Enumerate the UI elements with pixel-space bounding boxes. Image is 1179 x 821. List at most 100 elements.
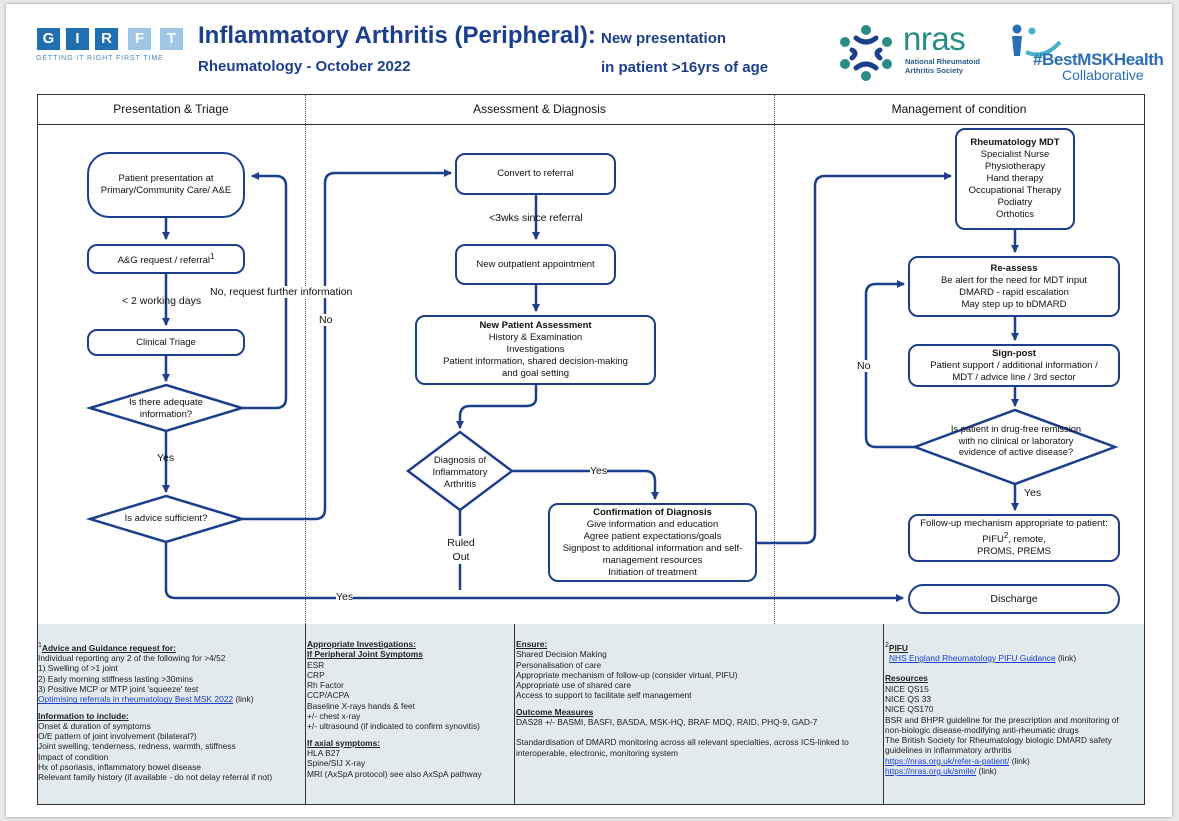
confirm-line2: Agree patient expectations/goals xyxy=(583,530,722,542)
resource-line: guidelines in inflammatory arthritis xyxy=(885,745,1012,756)
investigation-line: CRP xyxy=(307,669,325,680)
mdt-item: Physiotherapy xyxy=(984,161,1046,172)
spacer xyxy=(885,663,1143,673)
footer-divider-1 xyxy=(305,624,306,804)
mdt-item: Occupational Therapy xyxy=(968,185,1062,196)
advice-sufficient-question: Is advice sufficient? xyxy=(124,513,208,524)
no-request-info-label: No, request further information xyxy=(210,286,353,298)
footer-divider-2 xyxy=(514,624,515,804)
signpost-line2: MDT / advice line / 3rd sector xyxy=(952,371,1076,383)
convert-referral-text: Convert to referral xyxy=(497,168,574,179)
pifu-guidance-row: NHS England Rheumatology PIFU Guidance (… xyxy=(885,653,1143,663)
pifu-heading: PIFU xyxy=(888,642,908,653)
subtitle-age: in patient >16yrs of age xyxy=(601,59,769,76)
diagnosis-question: Diagnosis of Inflammatory Arthritis xyxy=(432,455,488,490)
advice-heading-row: 1Advice and Guidance request for: xyxy=(38,641,303,653)
info-line: Joint swelling, tenderness, redness, war… xyxy=(38,741,236,752)
advice-footnote-mark: 1 xyxy=(38,642,42,649)
girft-tagline: GETTING IT RIGHT FIRST TIME xyxy=(36,55,164,62)
ensure-heading: Ensure: xyxy=(516,639,548,649)
peripheral-subheading: If Peripheral Joint Symptoms xyxy=(307,649,423,660)
info-line: Impact of condition xyxy=(38,751,109,762)
resource-line: NICE QS 33 xyxy=(885,693,932,704)
clinical-triage-text: Clinical Triage xyxy=(136,336,196,348)
nras-name-line2: Arthritis Society xyxy=(905,66,963,75)
best-msk-logo-text: #BestMSKHealth xyxy=(1033,50,1164,69)
advice-line: Individual reporting any 2 of the follow… xyxy=(38,653,226,664)
npa-title: New Patient Assessment xyxy=(479,320,592,331)
column-header-presentation: Presentation & Triage xyxy=(113,102,229,116)
best-msk-collaborative: Collaborative xyxy=(1062,67,1144,83)
refer-patient-row: https://nras.org.uk/refer-a-patient/ (li… xyxy=(885,756,1143,766)
link-suffix: (link) xyxy=(976,766,997,777)
investigation-line: ESR xyxy=(307,659,325,670)
signpost-title: Sign-post xyxy=(992,347,1036,359)
ensure-line: Access to support to facilitate self man… xyxy=(516,690,692,701)
advice-line: 1) Swelling of >1 joint xyxy=(38,663,118,674)
investigation-line: Rh Factor xyxy=(307,680,344,691)
followup-box: Follow-up mechanism appropriate to patie… xyxy=(908,514,1120,562)
rheumatology-mdt-box: Rheumatology MDT Specialist Nurse Physio… xyxy=(955,128,1075,230)
signpost-box: Sign-post Patient support / additional i… xyxy=(908,344,1120,387)
ag-request-label: A&G request / referral xyxy=(117,255,210,267)
mdt-item: Specialist Nurse xyxy=(980,149,1050,160)
three-weeks-label: <3wks since referral xyxy=(489,212,583,224)
info-line: Onset & duration of symptoms xyxy=(38,720,151,731)
reassess-line2: DMARD - rapid escalation xyxy=(959,286,1069,298)
advice-heading: Advice and Guidance request for: xyxy=(41,642,176,653)
information-heading: Information to include: xyxy=(38,710,129,721)
reassess-line3: May step up to bDMARD xyxy=(961,298,1067,310)
new-outpatient-box: New outpatient appointment xyxy=(455,244,616,285)
link-suffix: (link) xyxy=(233,694,254,705)
axial-line: Spine/SIJ X-ray xyxy=(307,758,366,769)
followup-line2: PIFU2, remote, xyxy=(982,530,1046,546)
axial-line: MRI (AxSpA protocol) see also AxSpA path… xyxy=(307,768,482,779)
link-suffix: (link) xyxy=(1055,653,1077,664)
footer-pifu-resources: 2PIFU NHS England Rheumatology PIFU Guid… xyxy=(885,641,1143,776)
resource-line: non-biologic disease-modifying anti-rheu… xyxy=(885,724,1079,735)
resources-heading: Resources xyxy=(885,673,928,684)
mdt-item: Podiatry xyxy=(997,197,1033,208)
ag-request-box: A&G request / referral1 xyxy=(87,244,245,274)
girft-logo-letter-g: G xyxy=(37,28,60,50)
yes-remission-label: Yes xyxy=(1024,487,1042,499)
resource-line: NICE QS170 xyxy=(885,704,934,715)
discharge-box: Discharge xyxy=(908,584,1120,614)
ensure-line: Personalisation of care xyxy=(516,659,602,670)
ag-request-footnote-ref: 1 xyxy=(210,251,215,261)
ensure-line: Shared Decision Making xyxy=(516,649,607,660)
confirm-line4: management resources xyxy=(602,554,703,566)
resource-line: The British Society for Rheumatology bio… xyxy=(885,735,1112,746)
yes-adequate-label: Yes xyxy=(157,452,175,464)
mdt-item: Orthotics xyxy=(995,209,1034,220)
confirm-line3: Signpost to additional information and s… xyxy=(562,542,743,554)
nras-figures-icon xyxy=(840,25,892,81)
nras-smile-link[interactable]: https://nras.org.uk/smile/ xyxy=(885,766,977,777)
axial-line: HLA B27 xyxy=(307,747,341,758)
reassess-box: Re-assess Be alert for the need for MDT … xyxy=(908,256,1120,317)
footer-ensure: Ensure: Shared Decision Making Personali… xyxy=(516,639,881,758)
column-header-management: Management of condition xyxy=(891,102,1027,116)
optimising-referrals-link[interactable]: Optimising referrals in rheumatology Bes… xyxy=(38,694,234,705)
pifu-guidance-link[interactable]: NHS England Rheumatology PIFU Guidance xyxy=(889,653,1056,664)
girft-logo-letter-t: T xyxy=(160,28,183,50)
npa-line4: and goal setting xyxy=(501,368,570,379)
column-header-divider xyxy=(37,124,1144,125)
ruled-out-label: Ruled Out xyxy=(444,536,478,564)
dmard-monitoring-line1: Standardisation of DMARD monitoring acro… xyxy=(516,737,849,748)
footer-divider-3 xyxy=(883,624,884,804)
girft-logo-letter-f: F xyxy=(128,28,151,50)
followup-line3: PROMS, PREMS xyxy=(977,546,1051,558)
footer-investigations: Appropriate Investigations: If Periphera… xyxy=(307,639,512,779)
axial-subheading: If axial symptoms: xyxy=(307,737,381,748)
info-line: Relevant family history (if available - … xyxy=(38,772,273,783)
pifu-heading-row: 2PIFU xyxy=(885,641,1143,653)
nras-refer-patient-link[interactable]: https://nras.org.uk/refer-a-patient/ xyxy=(885,755,1010,766)
ag-request-text: A&G request / referral1 xyxy=(118,251,215,267)
npa-line2: Investigations xyxy=(506,344,565,355)
ensure-line: Appropriate mechanism of follow-up (cons… xyxy=(516,669,738,680)
info-line: O/E pattern of joint involvement (bilate… xyxy=(38,731,197,742)
patient-presentation-text: Patient presentation at Primary/Communit… xyxy=(100,173,232,196)
yes-diagnosis-label: Yes xyxy=(590,465,608,477)
